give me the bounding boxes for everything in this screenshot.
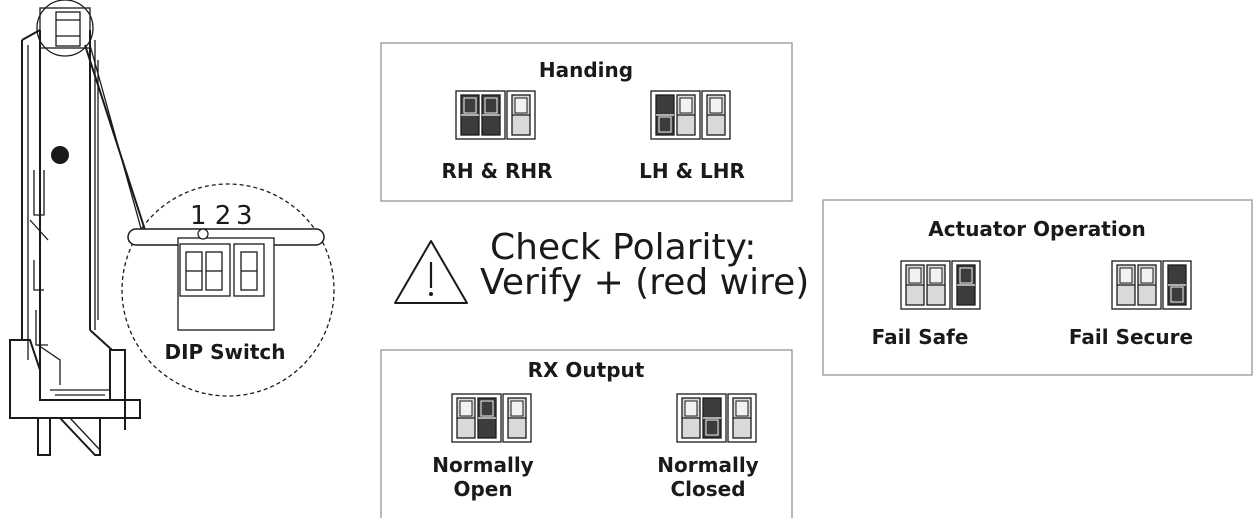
device-side-view <box>9 0 146 456</box>
dip-switch-callout: 1 2 3 DIP Switch <box>121 183 335 397</box>
handing-panel: Handing RH & RHR LH & LHR <box>380 42 793 202</box>
dip-switch-lever-1 <box>658 116 672 133</box>
actuator-operation-title: Actuator Operation <box>928 217 1145 241</box>
dip-switch-lever-3 <box>735 400 749 417</box>
normally-closed-label-line-1: Normally <box>657 453 758 477</box>
normally-closed-switch-graphic <box>676 393 757 443</box>
dip-switch-lever-3 <box>959 267 973 284</box>
switch-numbers-label: 1 2 <box>190 201 231 231</box>
dip-switch-lever-2 <box>679 97 693 114</box>
fail-secure-label: Fail Secure <box>1069 325 1193 349</box>
normally-open-label-line-2: Open <box>453 477 512 501</box>
normally-open-label-line-1: Normally <box>432 453 533 477</box>
normally-closed-label-line-2: Closed <box>670 477 745 501</box>
screw-icon <box>51 146 69 164</box>
switch-number-3-label: 3 <box>236 201 253 231</box>
dip-switch-lever-1 <box>463 97 477 114</box>
fail-safe-switch-graphic <box>900 260 981 310</box>
dip-switch-lever-2 <box>1140 267 1154 284</box>
dip-switch-lever-2 <box>480 400 494 417</box>
fail-safe-label: Fail Safe <box>872 325 969 349</box>
dip-switch-label: DIP Switch <box>164 340 285 364</box>
fail-secure-switch-graphic <box>1111 260 1192 310</box>
rh-rhr-switch-graphic <box>455 90 536 140</box>
actuator-operation-panel: Actuator Operation Fail Safe Fail Secure <box>822 199 1253 376</box>
dip-switch-lever-3 <box>510 400 524 417</box>
dip-switch-lever-1 <box>459 400 473 417</box>
dip-switch-lever-2 <box>484 97 498 114</box>
rh-rhr-label: RH & RHR <box>441 159 552 183</box>
dip-switch-lever-1 <box>1119 267 1133 284</box>
warning-triangle-icon <box>394 240 468 304</box>
dip-switch-lever-3 <box>709 97 723 114</box>
rx-output-panel: RX Output Normally Open Normally Closed <box>380 349 793 518</box>
dip-switch-lever-2 <box>705 419 719 436</box>
polarity-warning: Check Polarity: Verify + (red wire) <box>394 227 809 304</box>
dip-switch-lever-1 <box>684 400 698 417</box>
dip-switch-lever-3 <box>1170 286 1184 303</box>
lh-lhr-label: LH & LHR <box>639 159 745 183</box>
dip-switch-lever-1 <box>908 267 922 284</box>
lh-lhr-switch-graphic <box>650 90 731 140</box>
warning-line-1: Check Polarity: <box>490 227 756 268</box>
rx-output-title: RX Output <box>528 358 645 382</box>
warning-line-2: Verify + (red wire) <box>480 262 809 303</box>
handing-title: Handing <box>539 58 633 82</box>
dip-switch-lever-2 <box>929 267 943 284</box>
dip-switch-lever-3 <box>514 97 528 114</box>
normally-open-switch-graphic <box>451 393 532 443</box>
